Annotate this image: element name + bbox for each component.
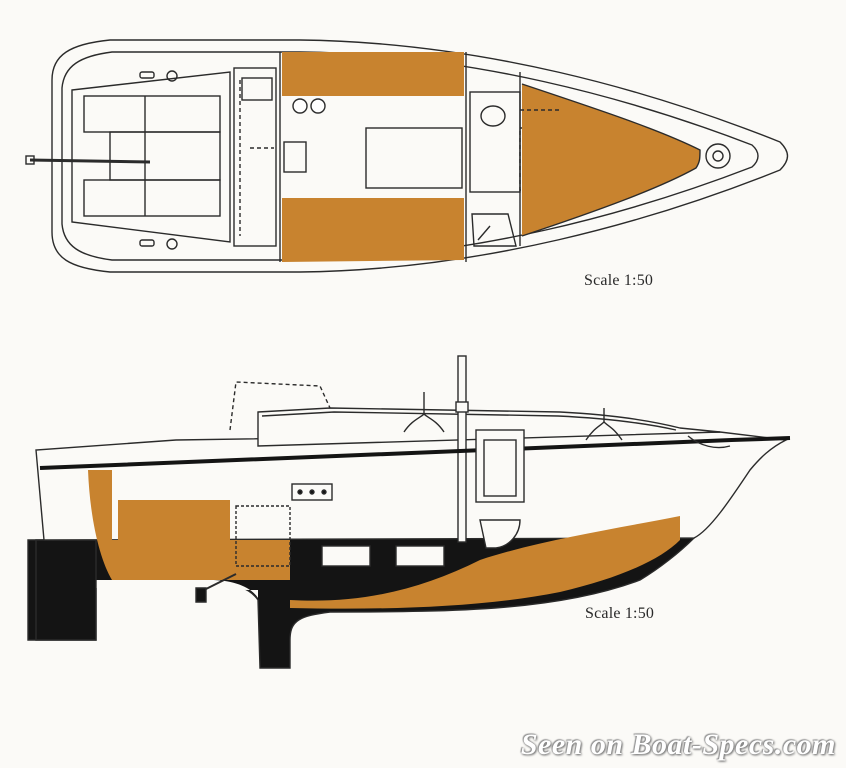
profile-scale-label: Scale 1:50 [585, 605, 655, 622]
aft-fill [118, 500, 230, 570]
v-berth-fill [522, 84, 700, 236]
cockpit-seat-left [83, 95, 221, 133]
stove-burner-1 [292, 98, 308, 114]
stove-burner-2 [310, 98, 326, 114]
propeller [195, 587, 207, 603]
bow-pulpit [687, 435, 731, 449]
nav-box [283, 141, 307, 173]
winch-bottom [166, 238, 178, 250]
cleat-bottom [139, 239, 155, 247]
cockpit-center [109, 131, 221, 181]
galley-knob-1 [297, 489, 303, 495]
v-berth-outline [521, 83, 701, 237]
rudder-head [25, 155, 35, 165]
galley-knob-2 [309, 489, 315, 495]
plan-scale-label: Scale 1:50 [584, 272, 654, 289]
profile-toilet [479, 519, 521, 549]
engine-box [235, 505, 291, 567]
hidden-lines [239, 80, 560, 236]
galley-knob-3 [321, 489, 327, 495]
tiller [29, 158, 151, 164]
head-compartment [469, 91, 521, 193]
companionway [233, 67, 277, 247]
locker-handle [477, 225, 491, 241]
cabin-table [365, 127, 463, 189]
plan-hull-outline [51, 39, 789, 273]
dodger-outline [229, 381, 331, 431]
profile-view [27, 355, 791, 669]
anchor-well-inner [712, 150, 724, 162]
interior-fill [88, 470, 680, 609]
head-door-panel [483, 439, 517, 497]
head-door [475, 429, 525, 503]
berth-port-fill [282, 52, 464, 96]
mast-step [455, 401, 469, 413]
boot-stripe [96, 580, 258, 598]
rudder [35, 539, 97, 641]
anchor-well-outer [705, 143, 731, 169]
winch-top [166, 70, 178, 82]
settee-locker-1 [321, 545, 371, 567]
galley-box [241, 77, 273, 101]
settee-locker-2 [395, 545, 445, 567]
berth-stbd-fill [282, 198, 464, 262]
watermark: Seen on Boat-Specs.com [520, 728, 836, 761]
hanging-locker [471, 213, 517, 247]
cockpit-seat-right [83, 179, 221, 217]
cleat-top [139, 71, 155, 79]
deck-plan-view [25, 39, 789, 273]
sheer-line [39, 436, 791, 470]
cabin-house-top [261, 411, 677, 431]
toilet [480, 105, 506, 127]
